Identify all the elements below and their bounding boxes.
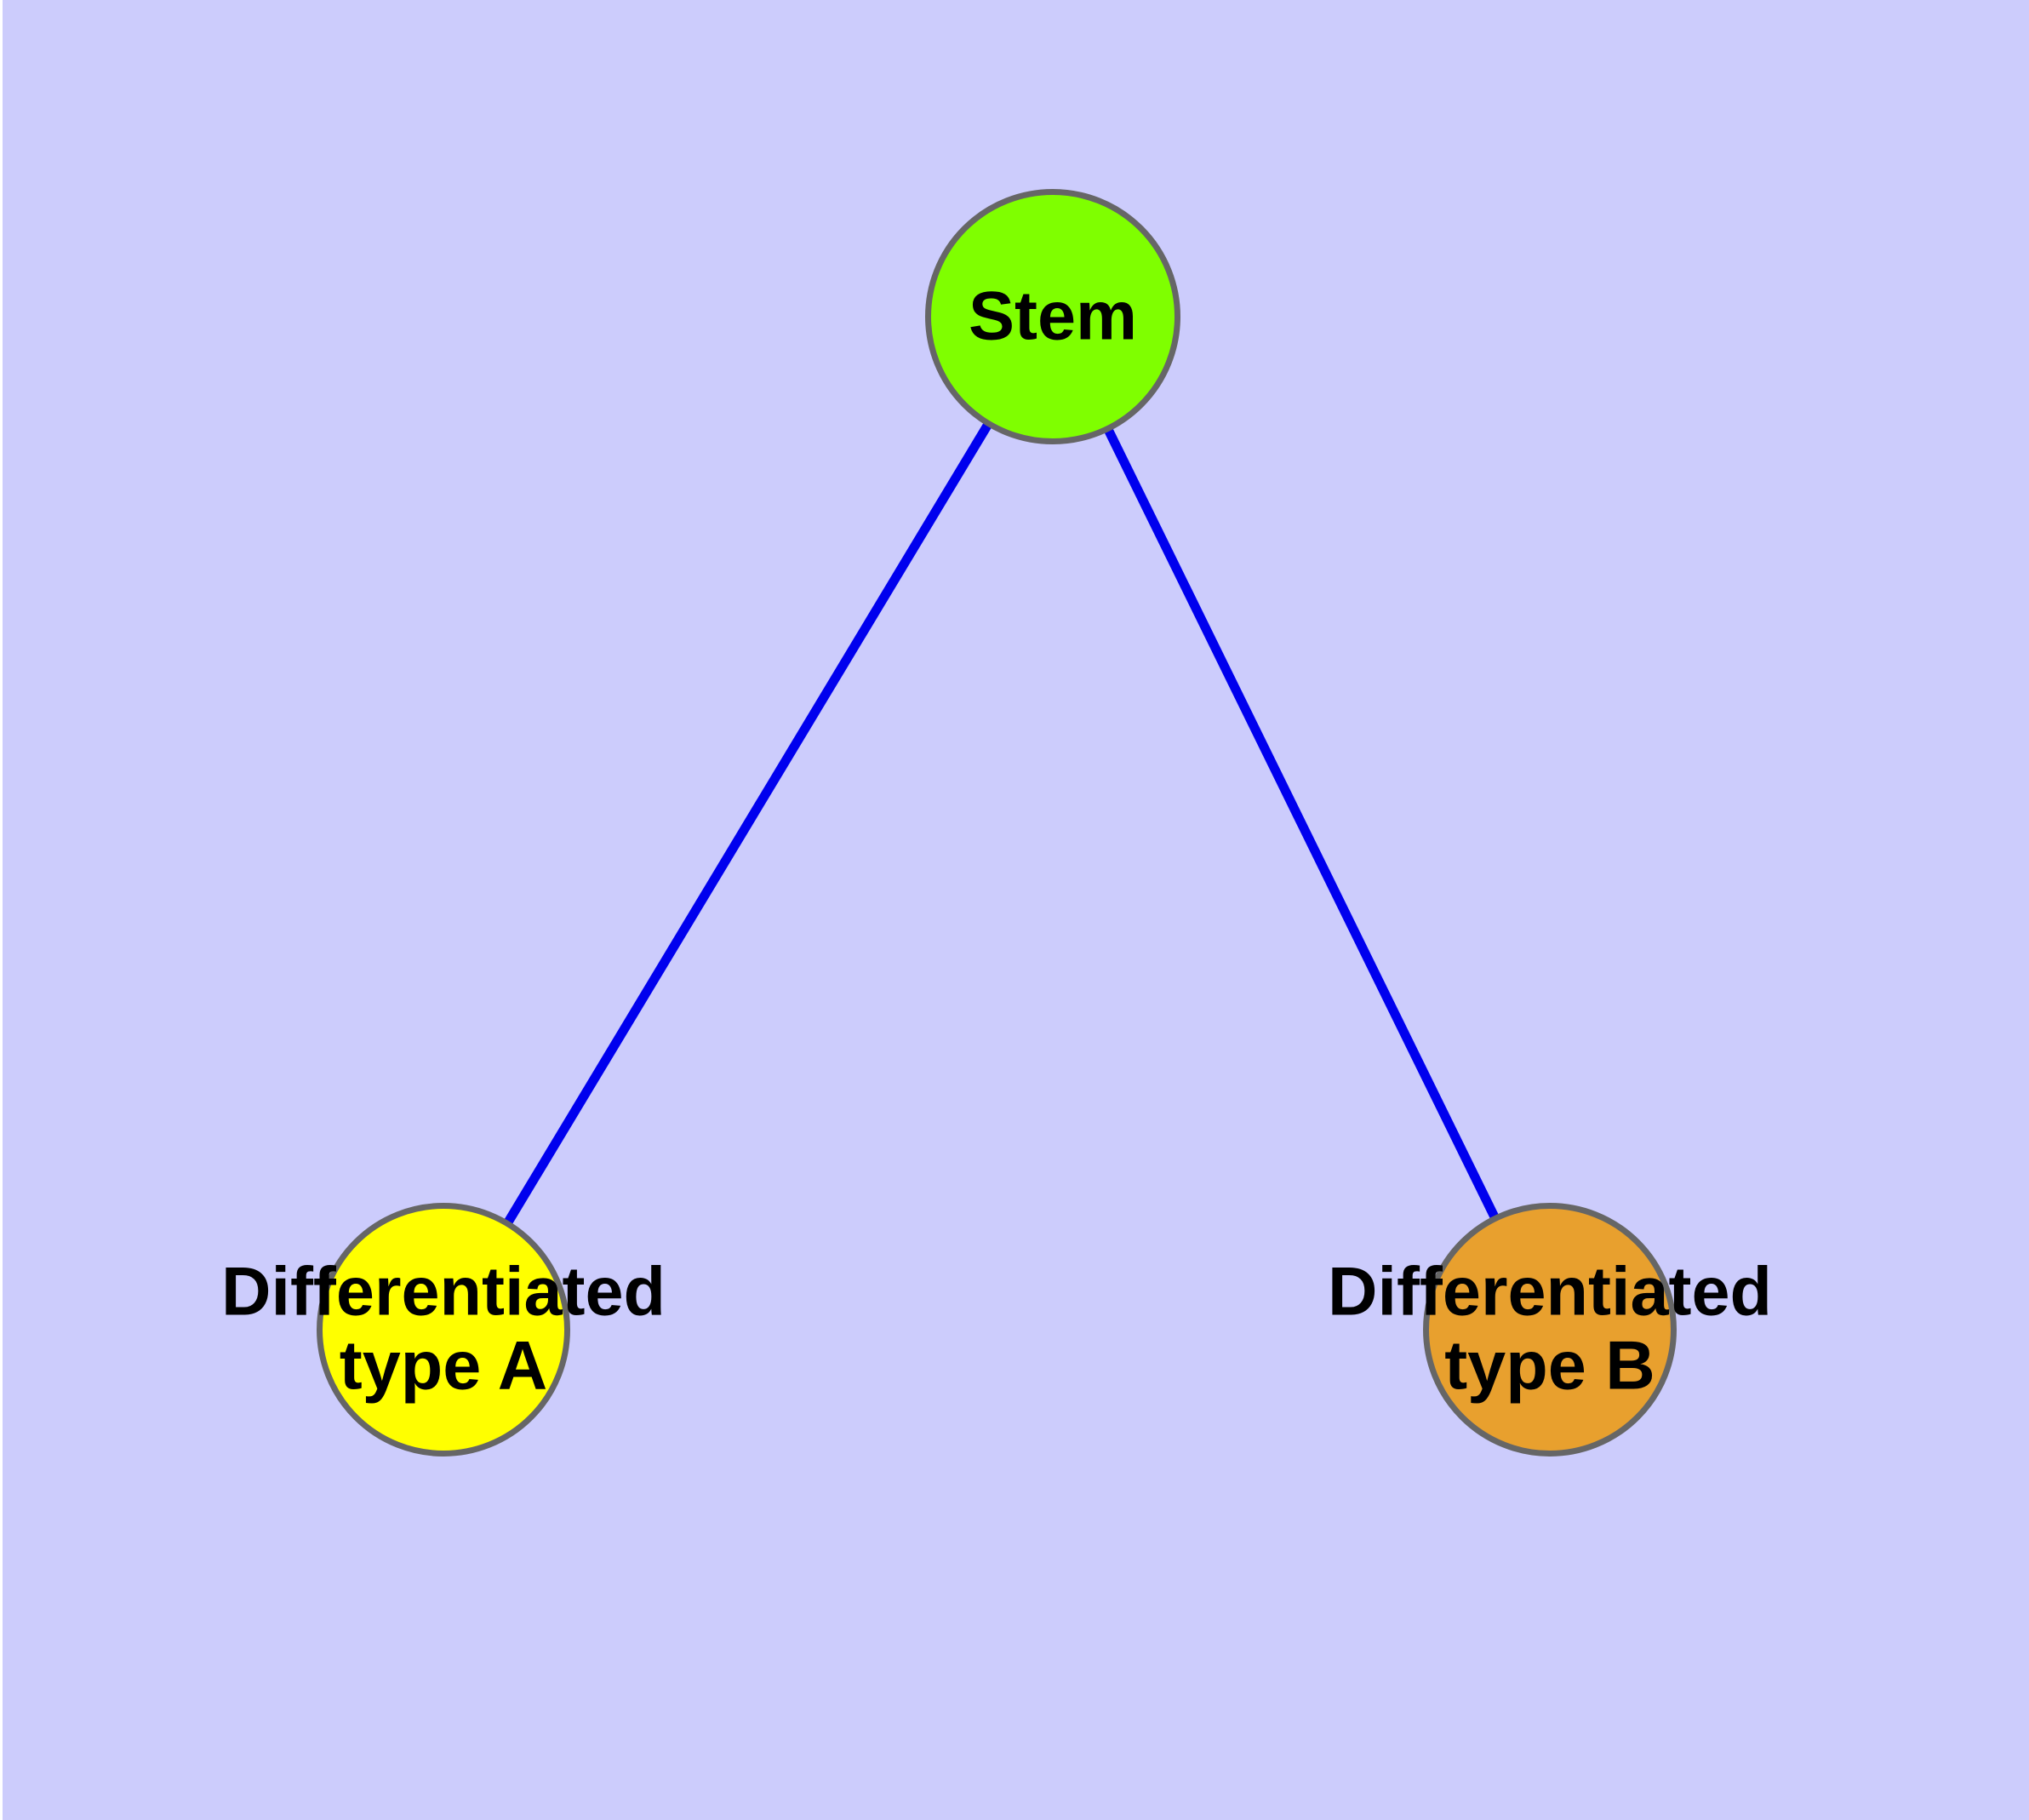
graph-node-diff_b[interactable]: [1423, 1203, 1677, 1457]
edge-layer: [504, 421, 1500, 1225]
graph-node-diff_a[interactable]: [317, 1203, 570, 1457]
graph-node-stem[interactable]: [925, 189, 1180, 444]
graph-edge-stem-to-diff_b: [1104, 427, 1500, 1220]
node-layer: [317, 189, 1677, 1457]
graph-edge-stem-to-diff_a: [504, 421, 992, 1225]
